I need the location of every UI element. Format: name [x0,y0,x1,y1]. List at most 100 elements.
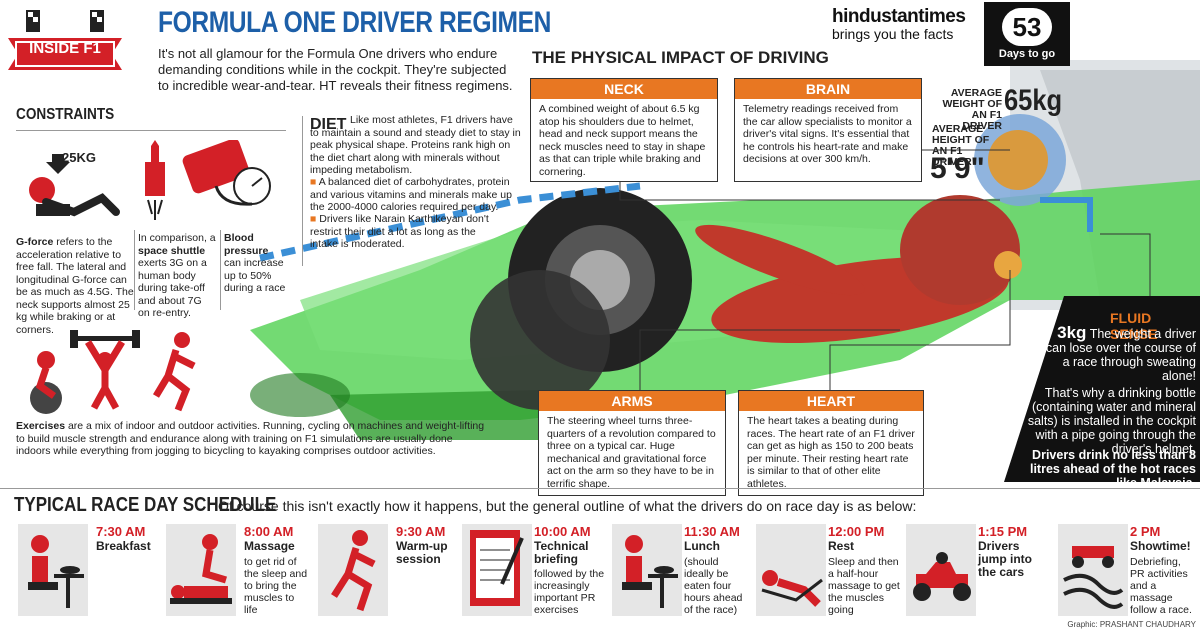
schedule-label: Lunch [684,539,720,553]
brand-tagline: brings you the facts [832,26,954,42]
avg-height-value: 5'9" [930,152,985,185]
schedule-item: 9:30 AM Warm-up session [318,524,464,616]
schedule-label: Drivers jump into the cars [978,539,1032,579]
schedule-item: 2 PM Showtime! Debriefing, PR activities… [1058,524,1198,616]
exercise-text: Exercises are a mix of indoor and outdoo… [16,420,486,458]
heart-title: HEART [739,391,923,411]
avg-weight-value: 65kg [1004,84,1063,117]
schedule-desc: (should ideally be eaten four hours ahea… [684,556,743,616]
schedule-label: Technical briefing [534,539,589,566]
schedule-item: 12:00 PM Rest Sleep and then a half-hour… [756,524,904,616]
fluid-text-2: That's why a drinking bottle (containing… [1027,386,1196,456]
impact-title: THE PHYSICAL IMPACT OF DRIVING [532,48,829,67]
schedule-time: 2 PM [1130,524,1161,539]
race-track-icon [1058,524,1128,616]
schedule-desc: Sleep and then a half-hour massage to ge… [828,556,900,616]
schedule-item: 7:30 AM Breakfast [18,524,160,616]
diet-bullet-1: ■ A balanced diet of carbohydrates, prot… [310,176,512,213]
bp-desc: can increase up to 50% during a race [224,257,286,294]
fluid-weight-value: 3kg [1057,323,1087,342]
schedule-time: 10:00 AM [534,524,591,539]
neck-title: NECK [531,79,717,99]
diet-bullet-2-text: Drivers like Narain Karthikeyan don't re… [310,213,489,250]
fluid-sense-title: FLUID SENSE [1110,310,1158,342]
inside-f1-badge [8,10,122,70]
heart-info-box: HEART The heart takes a beating during r… [738,390,924,496]
avg-weight-label: AVERAGE WEIGHT OF AN F1 DRIVER [942,87,1003,132]
schedule-time: 8:00 AM [244,524,294,539]
arms-text: The steering wheel turns three-quarters … [547,415,716,490]
space-shuttle-icon [145,140,165,220]
gforce-driver-icon [29,154,120,217]
intro-text: It's not all glamour for the Formula One… [158,46,513,93]
schedule-item: 10:00 AM Technical briefing followed by … [462,524,610,616]
arms-info-box: ARMS The steering wheel turns three-quar… [538,390,726,496]
gforce-bold: G-force [16,236,54,248]
warm-up-icon [318,524,388,616]
fluid-sense-text: 3kg The weight a driver can lose over th… [1044,323,1196,383]
massage-icon [166,524,236,616]
rest-icon [756,524,826,616]
schedule-time: 12:00 PM [828,524,885,539]
schedule-intro: Of course this isn't exactly how it happ… [218,498,917,514]
avg-height-label: AVERAGE HEIGHT OF AN F1 DRIVER [932,123,990,168]
heart-text: The heart takes a beating during races. … [747,415,915,490]
schedule-label: Breakfast [96,539,151,553]
diet-divider [302,116,303,266]
diet-bullet-2: ■ Drivers like Narain Karthikeyan don't … [310,213,489,250]
shuttle-pre: In comparison, a [138,232,216,244]
schedule-item: 11:30 AM Lunch (should ideally be eaten … [612,524,752,616]
countdown-label: Days to go [998,48,1056,60]
constraints-divider [16,130,286,131]
schedule-label: Warm-up session [396,539,448,566]
schedule-desc: followed by the increasingly important P… [534,568,605,616]
gforce-text: G-force refers to the acceleration relat… [16,236,136,336]
constraints-separator [220,230,221,310]
fluid-sense-panel [1004,296,1200,482]
brain-title: BRAIN [735,79,921,99]
constraints-title: CONSTRAINTS [16,106,115,123]
lunch-icon [612,524,682,616]
schedule-item: 8:00 AM Massage to get rid of the sleep … [166,524,312,616]
countdown-box: 53 Days to go [984,2,1070,66]
schedule-desc: Debriefing, PR activities and a massage … [1130,556,1192,616]
briefing-notepad-icon [462,524,532,616]
schedule-divider [0,488,1200,489]
neck-text: A combined weight of about 6.5 kg atop h… [539,103,706,178]
inside-f1-badge-text: INSIDE F1 [29,40,101,57]
schedule-label: Rest [828,539,855,553]
schedule-time: 7:30 AM [96,524,146,539]
gforce-desc: refers to the acceleration relative to f… [16,236,134,336]
fluid-text-3: Drivers drink no less than 8 litres ahea… [1029,448,1196,490]
schedule-label: Massage [244,539,295,553]
brand-name: hindustantimes [832,6,966,27]
gforce-weight-label: 25KG [62,150,96,165]
shuttle-desc: exerts 3G on a human body during take-of… [138,257,207,319]
brain-text: Telemetry readings received from the car… [743,103,912,165]
exercise-icons [30,330,196,414]
exercise-desc: are a mix of indoor and outdoor activiti… [16,420,485,457]
arms-title: ARMS [539,391,725,411]
diet-text: Like most athletes, F1 drivers have to m… [310,114,521,176]
fluid-text-1: The weight a driver can lose over the co… [1045,327,1196,383]
schedule-time: 1:15 PM [978,524,1028,539]
schedule-time: 9:30 AM [396,524,446,539]
blood-pressure-icon [182,140,271,206]
schedule-desc: to get rid of the sleep and to bring the… [244,556,308,616]
schedule-title: TYPICAL RACE DAY SCHEDULE [14,494,277,516]
graphic-credit: Graphic: PRASHANT CHAUDHARY [1067,620,1196,629]
page-title: FORMULA ONE DRIVER REGIMEN [158,6,551,39]
schedule-time: 11:30 AM [684,524,740,539]
brain-info-box: BRAIN Telemetry readings received from t… [734,78,922,182]
running-icon [152,332,196,412]
neck-info-box: NECK A combined weight of about 6.5 kg a… [530,78,718,182]
diet-title: DIET [310,116,347,133]
countdown-number: 53 [1002,8,1052,46]
exercise-bold: Exercises [16,420,66,432]
weightlifting-icon [70,330,140,410]
schedule-item: 1:15 PM Drivers jump into the cars [906,524,1052,616]
shuttle-bold: space shuttle [138,244,206,257]
schedule-label: Showtime! [1130,539,1191,553]
breakfast-icon [18,524,88,616]
